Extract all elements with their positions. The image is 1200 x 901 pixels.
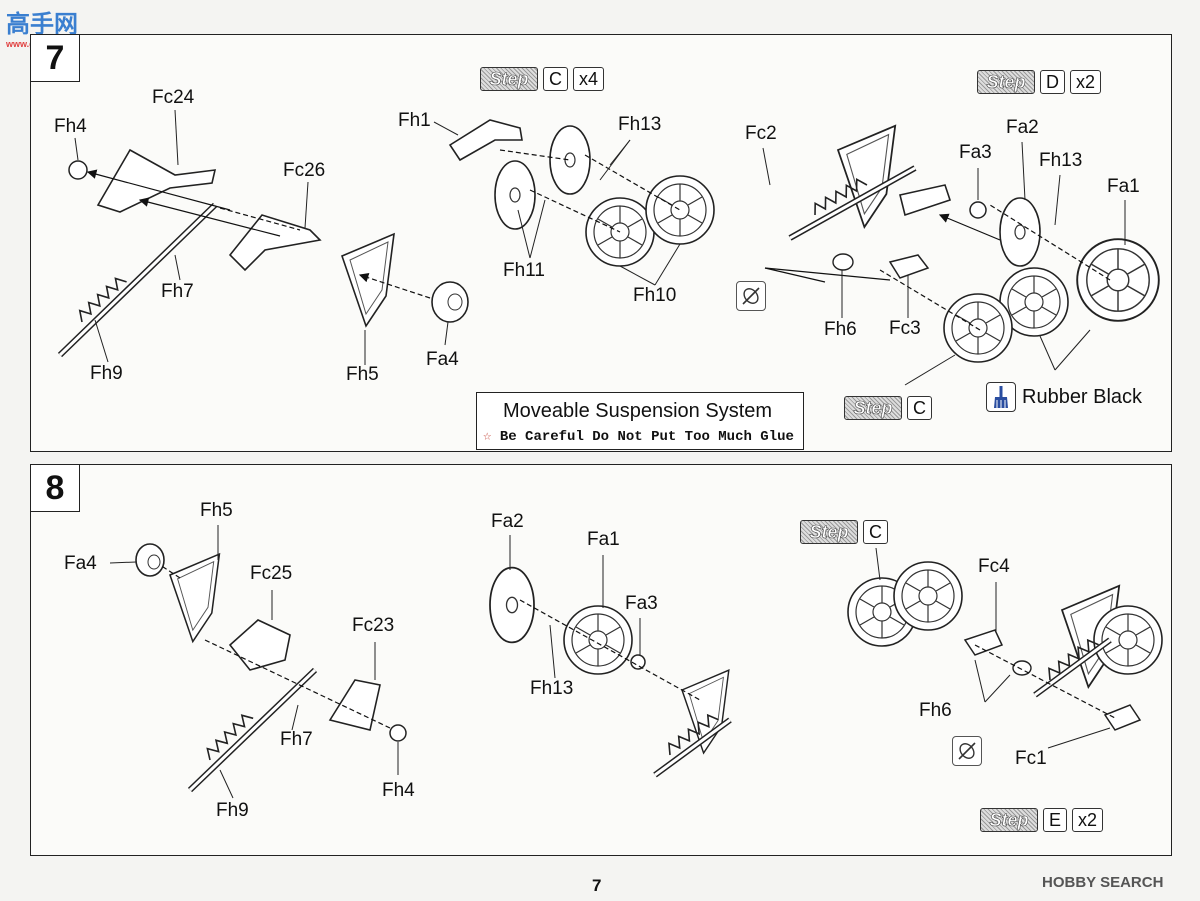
- part-label: Fh13: [530, 678, 574, 699]
- paint-brush-icon: [986, 382, 1016, 412]
- step-count: x4: [573, 67, 605, 91]
- step-reference-d-x2: Step D x2: [977, 70, 1102, 96]
- part-label: Fc4: [978, 556, 1010, 577]
- part-label: Fh9: [216, 800, 249, 821]
- part-label: Fc3: [889, 318, 921, 339]
- part-label: Fh7: [161, 281, 194, 302]
- note-warning: Be Careful Do Not Put Too Much Glue: [499, 429, 794, 445]
- step-reference-e-x2: Step E x2: [980, 808, 1104, 834]
- step-tag: Step: [800, 520, 858, 544]
- step-reference-c-x4: Step C x4: [480, 67, 605, 93]
- part-label: Fc1: [1015, 748, 1047, 769]
- step-letter: C: [543, 67, 568, 91]
- warning-star-icon: ☆: [483, 429, 492, 445]
- step-letter: C: [907, 396, 932, 420]
- suspension-note-box: Moveable Suspension System ☆ Be Careful …: [476, 392, 804, 450]
- part-label: Fh4: [382, 780, 415, 801]
- watermark-main-text: 高手网: [6, 11, 78, 38]
- part-label: Fc25: [250, 563, 293, 584]
- part-label: Fh7: [280, 729, 313, 750]
- step-letter: C: [863, 520, 888, 544]
- part-label: Fh4: [54, 116, 87, 137]
- part-label: Fa3: [625, 593, 658, 614]
- part-label: Fa1: [1107, 176, 1140, 197]
- no-glue-icon: [736, 281, 766, 311]
- part-label: Fa4: [426, 349, 459, 370]
- part-label: Fa4: [64, 553, 97, 574]
- part-label: Fa1: [587, 529, 620, 550]
- step-tag: Step: [844, 396, 902, 420]
- part-label: Fa2: [491, 511, 524, 532]
- part-label: Fh9: [90, 363, 123, 384]
- note-title: Moveable Suspension System: [503, 400, 773, 422]
- part-label: Fh13: [1039, 150, 1083, 171]
- step-letter: D: [1040, 70, 1065, 94]
- step-letter: E: [1043, 808, 1068, 832]
- step-count: x2: [1070, 70, 1102, 94]
- part-label: Fh6: [824, 319, 857, 340]
- note-warning-line: ☆ Be Careful Do Not Put Too Much Glue: [483, 428, 794, 445]
- part-label: Fa3: [959, 142, 992, 163]
- step-tag: Step: [980, 808, 1038, 832]
- part-label: Fh6: [919, 700, 952, 721]
- step-count: x2: [1072, 808, 1104, 832]
- part-label: Fh5: [346, 364, 379, 385]
- part-label: Fc24: [152, 87, 195, 108]
- part-label: Fa2: [1006, 117, 1039, 138]
- part-label: Fh11: [503, 260, 545, 281]
- part-label: Fh10: [633, 285, 677, 306]
- leader-lines: [74, 109, 1126, 799]
- step-number: 7: [31, 35, 80, 82]
- part-label: Fc2: [745, 123, 777, 144]
- page-number: 7: [592, 876, 602, 895]
- part-label: Fh1: [398, 110, 431, 131]
- part-label: Fc23: [352, 615, 395, 636]
- part-label: Fc26: [283, 160, 326, 181]
- step-7-drawing: [57, 119, 1160, 363]
- part-label: Fh13: [618, 114, 662, 135]
- no-glue-icon: [952, 736, 982, 766]
- step-reference-c: Step C: [844, 396, 932, 422]
- step-tag: Step: [480, 67, 538, 91]
- paint-label: Rubber Black: [1022, 386, 1143, 408]
- part-label: Fh5: [200, 500, 233, 521]
- step-tag: Step: [977, 70, 1035, 94]
- step-reference-c: Step C: [800, 520, 888, 546]
- watermark-bottom: HOBBY SEARCH: [1042, 874, 1164, 891]
- step-number: 8: [31, 465, 80, 512]
- step-8-drawing: [135, 543, 1163, 793]
